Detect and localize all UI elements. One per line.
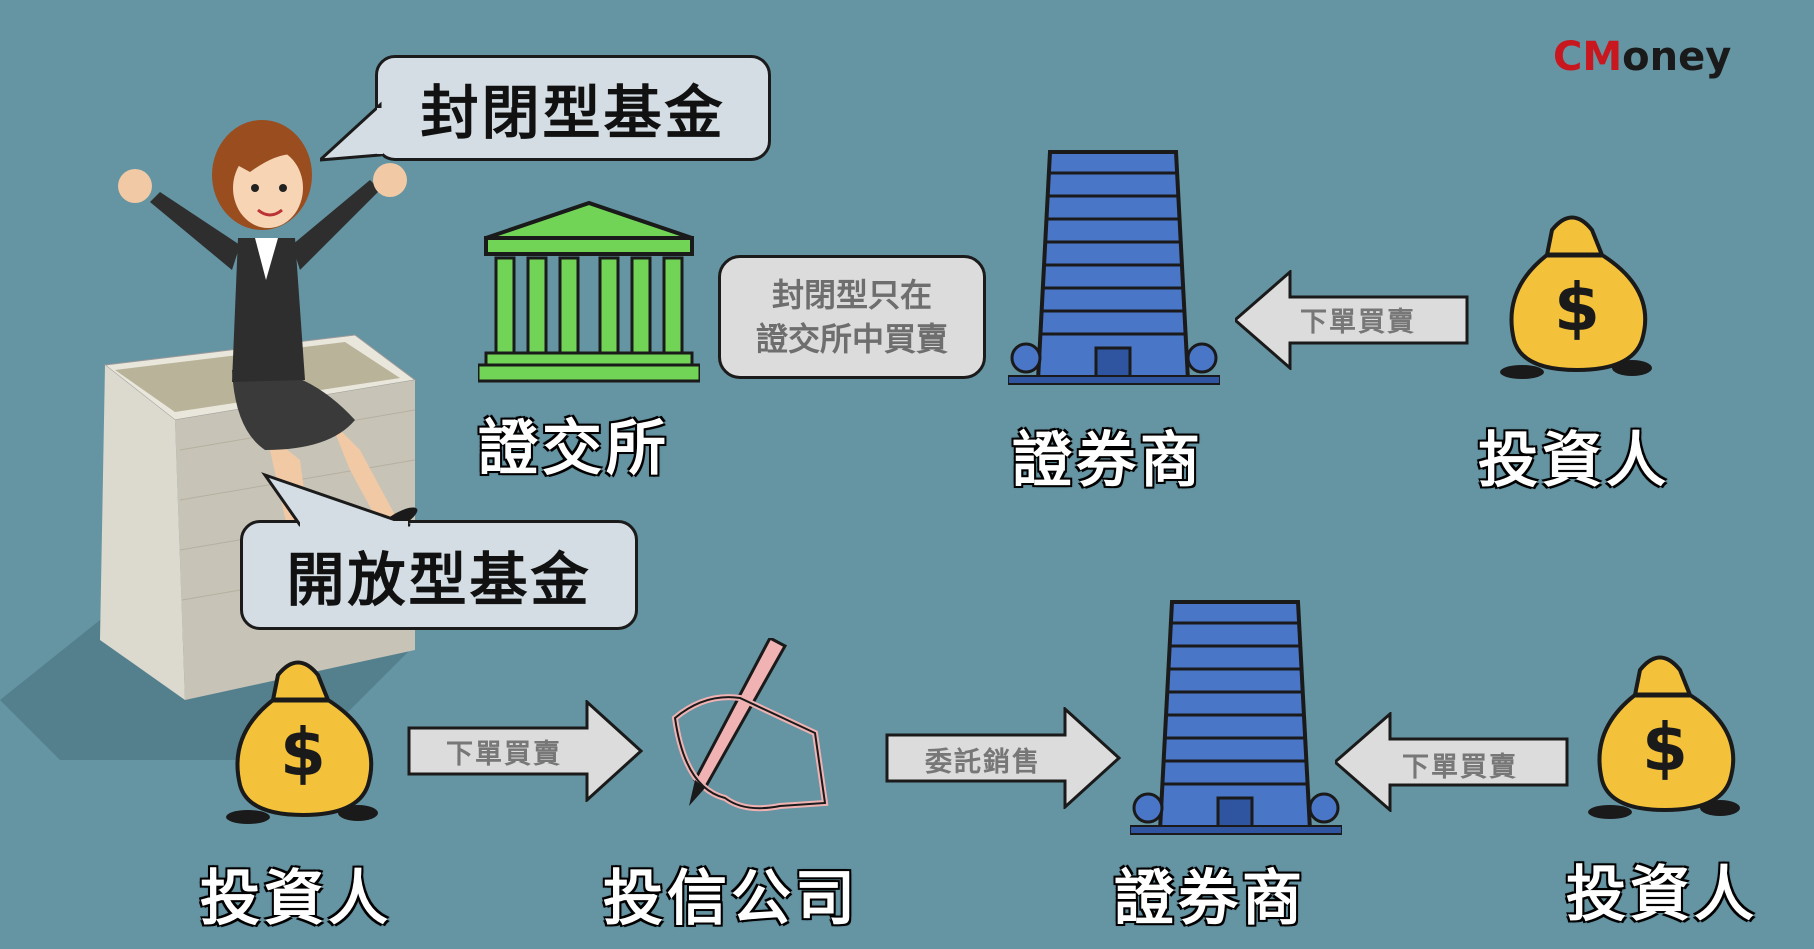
svg-text:$: $ <box>280 714 326 791</box>
arrow-right-1 <box>407 700 644 802</box>
arrow-right-1-label: 下單買賣 <box>446 739 562 770</box>
hand-writing-icon <box>671 638 829 812</box>
money-bag-icon-top: $ <box>1500 215 1652 379</box>
open-fund-bubble-tail <box>261 472 411 529</box>
investor-label-bottom-right: 投資人 <box>1566 860 1758 930</box>
money-bag-icon-bottom-right: $ <box>1588 655 1740 819</box>
closed-fund-note: 封閉型只在 證交所中買賣 <box>718 255 986 379</box>
arrow-left-bottom-label: 下單買賣 <box>1402 752 1518 783</box>
money-bag-icon-bottom-left: $ <box>226 660 378 824</box>
exchange-building-icon <box>478 200 700 383</box>
open-fund-title: 開放型基金 <box>286 546 592 614</box>
closed-fund-title-bubble: 封閉型基金 <box>375 55 771 161</box>
broker-building-icon-top <box>1008 150 1220 385</box>
closed-fund-bubble-tail <box>320 101 383 162</box>
arrow-right-2-label: 委託銷售 <box>925 747 1041 778</box>
arrow-left-top <box>1235 270 1469 370</box>
open-fund-title-bubble: 開放型基金 <box>240 520 638 630</box>
closed-fund-note-line2: 證交所中買賣 <box>755 320 948 358</box>
closed-fund-title: 封閉型基金 <box>420 79 726 147</box>
arrow-left-bottom <box>1335 712 1569 812</box>
closed-fund-note-line1: 封閉型只在 <box>771 276 932 314</box>
arrow-right-2 <box>885 707 1122 809</box>
svg-text:$: $ <box>1642 709 1688 786</box>
broker-label-top: 證券商 <box>1012 426 1204 496</box>
brand-logo: CMoney <box>1553 34 1732 80</box>
exchange-label: 證交所 <box>478 414 670 484</box>
arrow-left-top-label: 下單買賣 <box>1300 307 1416 338</box>
investor-label-bottom-left: 投資人 <box>200 864 392 934</box>
company-label: 投信公司 <box>603 864 859 934</box>
svg-text:$: $ <box>1554 269 1600 346</box>
investor-label-top: 投資人 <box>1478 426 1670 496</box>
broker-label-bottom: 證券商 <box>1114 864 1306 934</box>
broker-building-icon-bottom <box>1130 600 1342 835</box>
